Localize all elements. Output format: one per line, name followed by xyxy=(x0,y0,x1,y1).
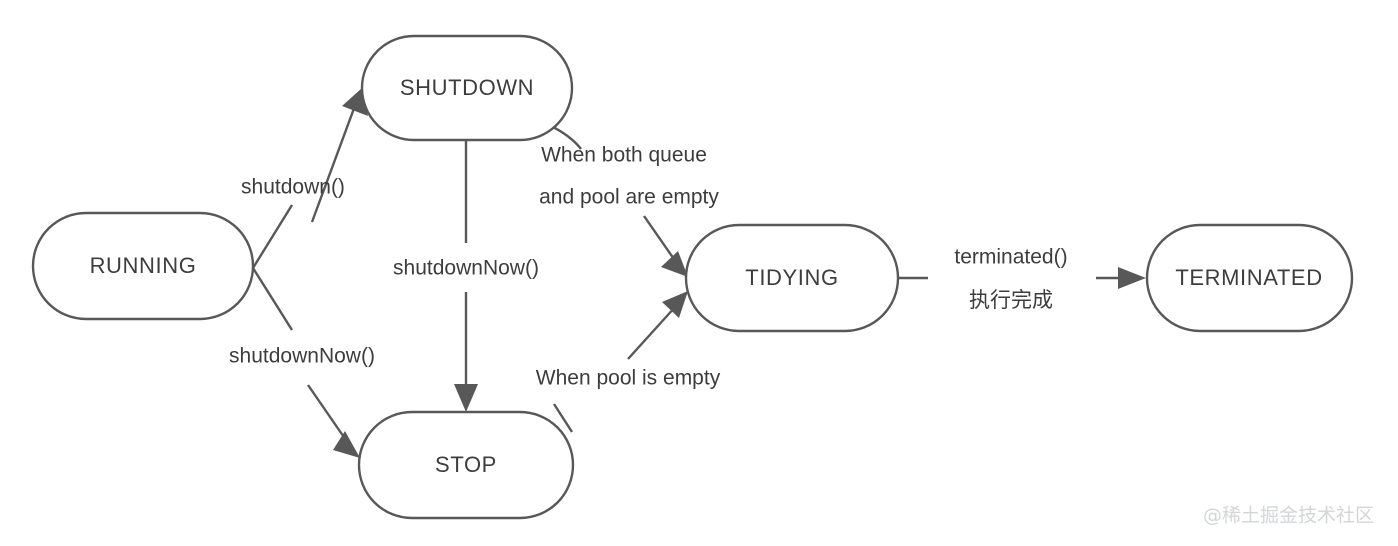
edge-label-shutdownnow-running: shutdownNow() xyxy=(229,345,375,368)
node-shutdown-shape[interactable] xyxy=(360,34,574,142)
edge-segment xyxy=(627,305,677,360)
edge-tidying-to-terminated: terminated() 执行完成 xyxy=(898,246,1146,312)
arrowhead-icon xyxy=(454,384,478,412)
node-terminated-label: TERMINATED xyxy=(1175,265,1322,290)
node-stop-label: STOP xyxy=(435,452,497,477)
edge-label-terminated-line1: terminated() xyxy=(954,246,1067,269)
arrowhead-icon xyxy=(1118,267,1146,289)
node-running-label: RUNNING xyxy=(90,253,197,278)
edge-running-to-shutdown: shutdown() xyxy=(241,88,368,269)
edge-segment xyxy=(643,215,677,263)
node-terminated-shape[interactable] xyxy=(1145,223,1354,333)
edge-segment xyxy=(552,403,574,433)
node-terminated[interactable]: TERMINATED xyxy=(1145,223,1354,333)
edge-shutdown-to-stop: shutdownNow() xyxy=(393,140,539,412)
edge-segment xyxy=(307,384,349,444)
edge-segment xyxy=(310,102,358,223)
node-running-shape[interactable] xyxy=(31,211,255,321)
edge-segment xyxy=(251,267,294,331)
node-tidying-shape[interactable] xyxy=(684,223,900,333)
node-tidying-label: TIDYING xyxy=(745,265,838,290)
edge-label-terminated-line2: 执行完成 xyxy=(969,288,1053,312)
arrowhead-icon xyxy=(333,431,360,458)
edge-label-shutdown: shutdown() xyxy=(241,176,345,199)
edge-stop-to-tidying: When pool is empty xyxy=(536,291,721,433)
edge-running-to-stop: shutdownNow() xyxy=(229,267,375,458)
edge-label-queue-empty-line1: When both queue xyxy=(541,144,707,167)
watermark: @稀土掘金技术社区 xyxy=(1203,505,1374,527)
node-tidying[interactable]: TIDYING xyxy=(684,223,900,333)
edge-label-pool-empty: When pool is empty xyxy=(536,367,721,390)
node-stop[interactable]: STOP xyxy=(357,410,575,520)
edge-segment xyxy=(251,204,294,269)
arrowhead-icon xyxy=(661,251,688,277)
node-stop-shape[interactable] xyxy=(357,410,575,520)
node-shutdown[interactable]: SHUTDOWN xyxy=(360,34,574,142)
arrowhead-icon xyxy=(662,291,688,318)
node-shutdown-label: SHUTDOWN xyxy=(400,75,534,100)
edge-label-queue-empty-line2: and pool are empty xyxy=(539,186,719,209)
edge-label-shutdownnow-shutdown: shutdownNow() xyxy=(393,257,539,280)
node-running[interactable]: RUNNING xyxy=(31,211,255,321)
edge-shutdown-to-tidying: When both queue and pool are empty xyxy=(539,124,719,277)
